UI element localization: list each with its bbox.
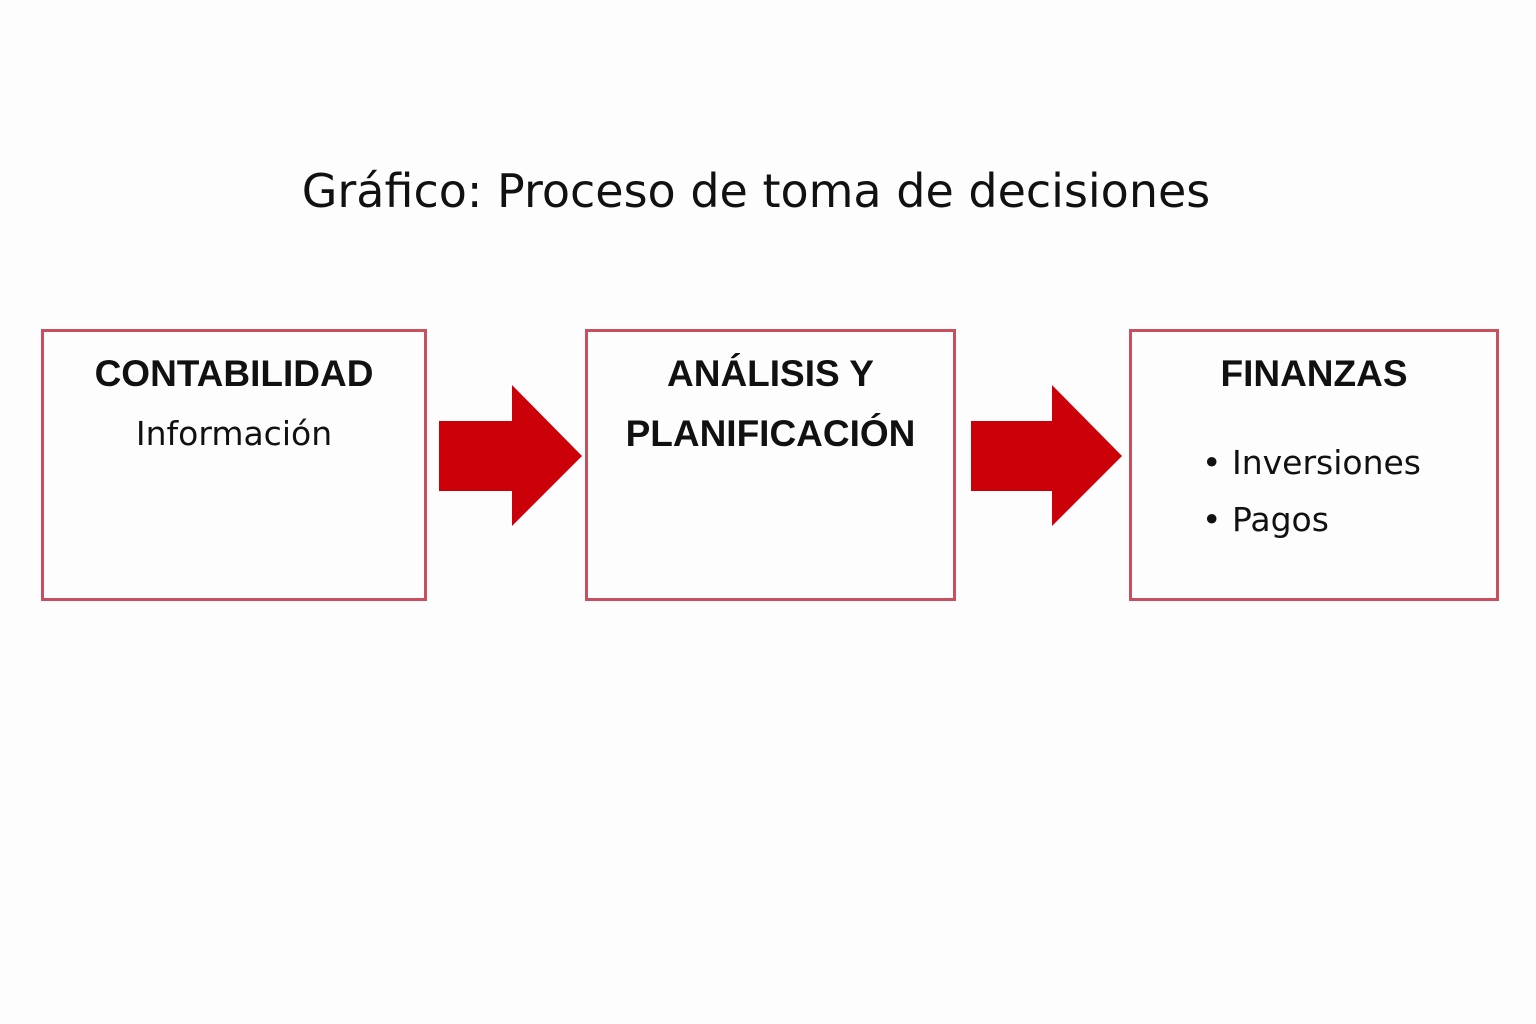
finance-list: Inversiones Pagos bbox=[1202, 434, 1496, 548]
box-heading-line2: PLANIFICACIÓN bbox=[625, 413, 916, 454]
box-finanzas: FINANZAS Inversiones Pagos bbox=[1129, 329, 1499, 601]
list-item: Inversiones bbox=[1202, 434, 1496, 491]
list-item: Pagos bbox=[1202, 491, 1496, 548]
box-text: Información bbox=[135, 414, 333, 453]
box-heading-line1: ANÁLISIS Y bbox=[667, 353, 874, 394]
diagram-title: Gráfico: Proceso de toma de decisiones bbox=[301, 164, 1211, 218]
box-contabilidad: CONTABILIDAD Información bbox=[41, 329, 427, 601]
box-heading: CONTABILIDAD bbox=[94, 353, 374, 394]
box-heading: FINANZAS bbox=[1220, 353, 1408, 394]
arrow-right-icon bbox=[971, 385, 1122, 526]
arrow-right-icon bbox=[439, 385, 582, 526]
box-analisis: ANÁLISIS Y PLANIFICACIÓN bbox=[585, 329, 956, 601]
